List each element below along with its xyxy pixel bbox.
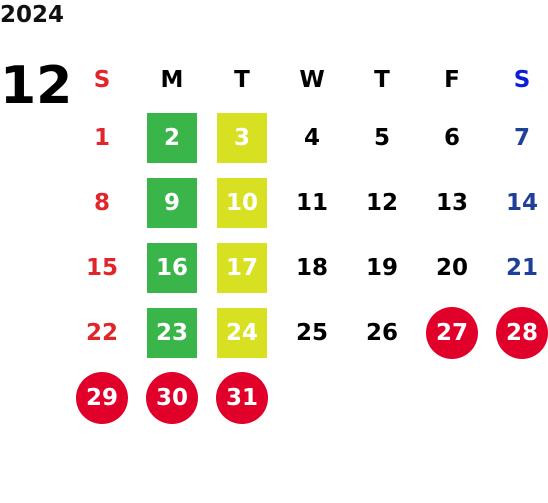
week-row: 29 30 31 <box>67 365 548 430</box>
day-cell[interactable]: 19 <box>365 254 398 281</box>
week-row: 8 9 10 11 12 13 14 <box>67 170 548 235</box>
day-cell[interactable]: 22 <box>85 319 118 346</box>
calendar-month: 12 <box>0 56 73 116</box>
holiday-day-cell[interactable]: 28 <box>496 306 548 359</box>
weekday-wed: W <box>299 67 325 93</box>
day-cell[interactable]: 23 <box>147 307 197 358</box>
day-cell[interactable]: 10 <box>217 177 267 228</box>
day-cell[interactable]: 3 <box>217 112 267 163</box>
calendar-year: 2024 <box>0 2 65 28</box>
day-cell[interactable]: 8 <box>93 189 110 216</box>
day-cell[interactable]: 6 <box>443 124 460 151</box>
calendar-grid: S M T W T F S 1 2 3 4 5 6 7 8 9 10 11 12… <box>67 55 548 430</box>
weekday-tue: T <box>234 67 250 93</box>
week-row: 15 16 17 18 19 20 21 <box>67 235 548 300</box>
day-cell[interactable]: 11 <box>295 189 328 216</box>
holiday-day-cell[interactable]: 27 <box>426 306 478 359</box>
day-cell[interactable]: 5 <box>373 124 390 151</box>
day-cell[interactable]: 2 <box>147 112 197 163</box>
weekday-mon: M <box>160 67 184 93</box>
day-cell[interactable]: 15 <box>85 254 118 281</box>
weekday-header: S M T W T F S <box>67 55 548 105</box>
weekday-thu: T <box>374 67 390 93</box>
day-cell[interactable]: 16 <box>147 242 197 293</box>
day-cell[interactable]: 21 <box>505 254 538 281</box>
day-cell[interactable]: 18 <box>295 254 328 281</box>
weekday-sat: S <box>513 67 531 93</box>
holiday-day-cell[interactable]: 29 <box>76 371 128 424</box>
holiday-day-cell[interactable]: 30 <box>146 371 198 424</box>
day-cell[interactable]: 4 <box>303 124 320 151</box>
day-cell[interactable]: 9 <box>147 177 197 228</box>
day-cell[interactable]: 13 <box>435 189 468 216</box>
day-cell[interactable]: 1 <box>93 124 110 151</box>
day-cell[interactable]: 7 <box>513 124 530 151</box>
week-row: 1 2 3 4 5 6 7 <box>67 105 548 170</box>
day-cell[interactable]: 14 <box>505 189 538 216</box>
weekday-fri: F <box>444 67 460 93</box>
holiday-day-cell[interactable]: 31 <box>216 371 268 424</box>
day-cell[interactable]: 20 <box>435 254 468 281</box>
day-cell[interactable]: 12 <box>365 189 398 216</box>
week-row: 22 23 24 25 26 27 28 <box>67 300 548 365</box>
day-cell[interactable]: 26 <box>365 319 398 346</box>
day-cell[interactable]: 24 <box>217 307 267 358</box>
weekday-sun: S <box>93 67 111 93</box>
day-cell[interactable]: 25 <box>295 319 328 346</box>
day-cell[interactable]: 17 <box>217 242 267 293</box>
